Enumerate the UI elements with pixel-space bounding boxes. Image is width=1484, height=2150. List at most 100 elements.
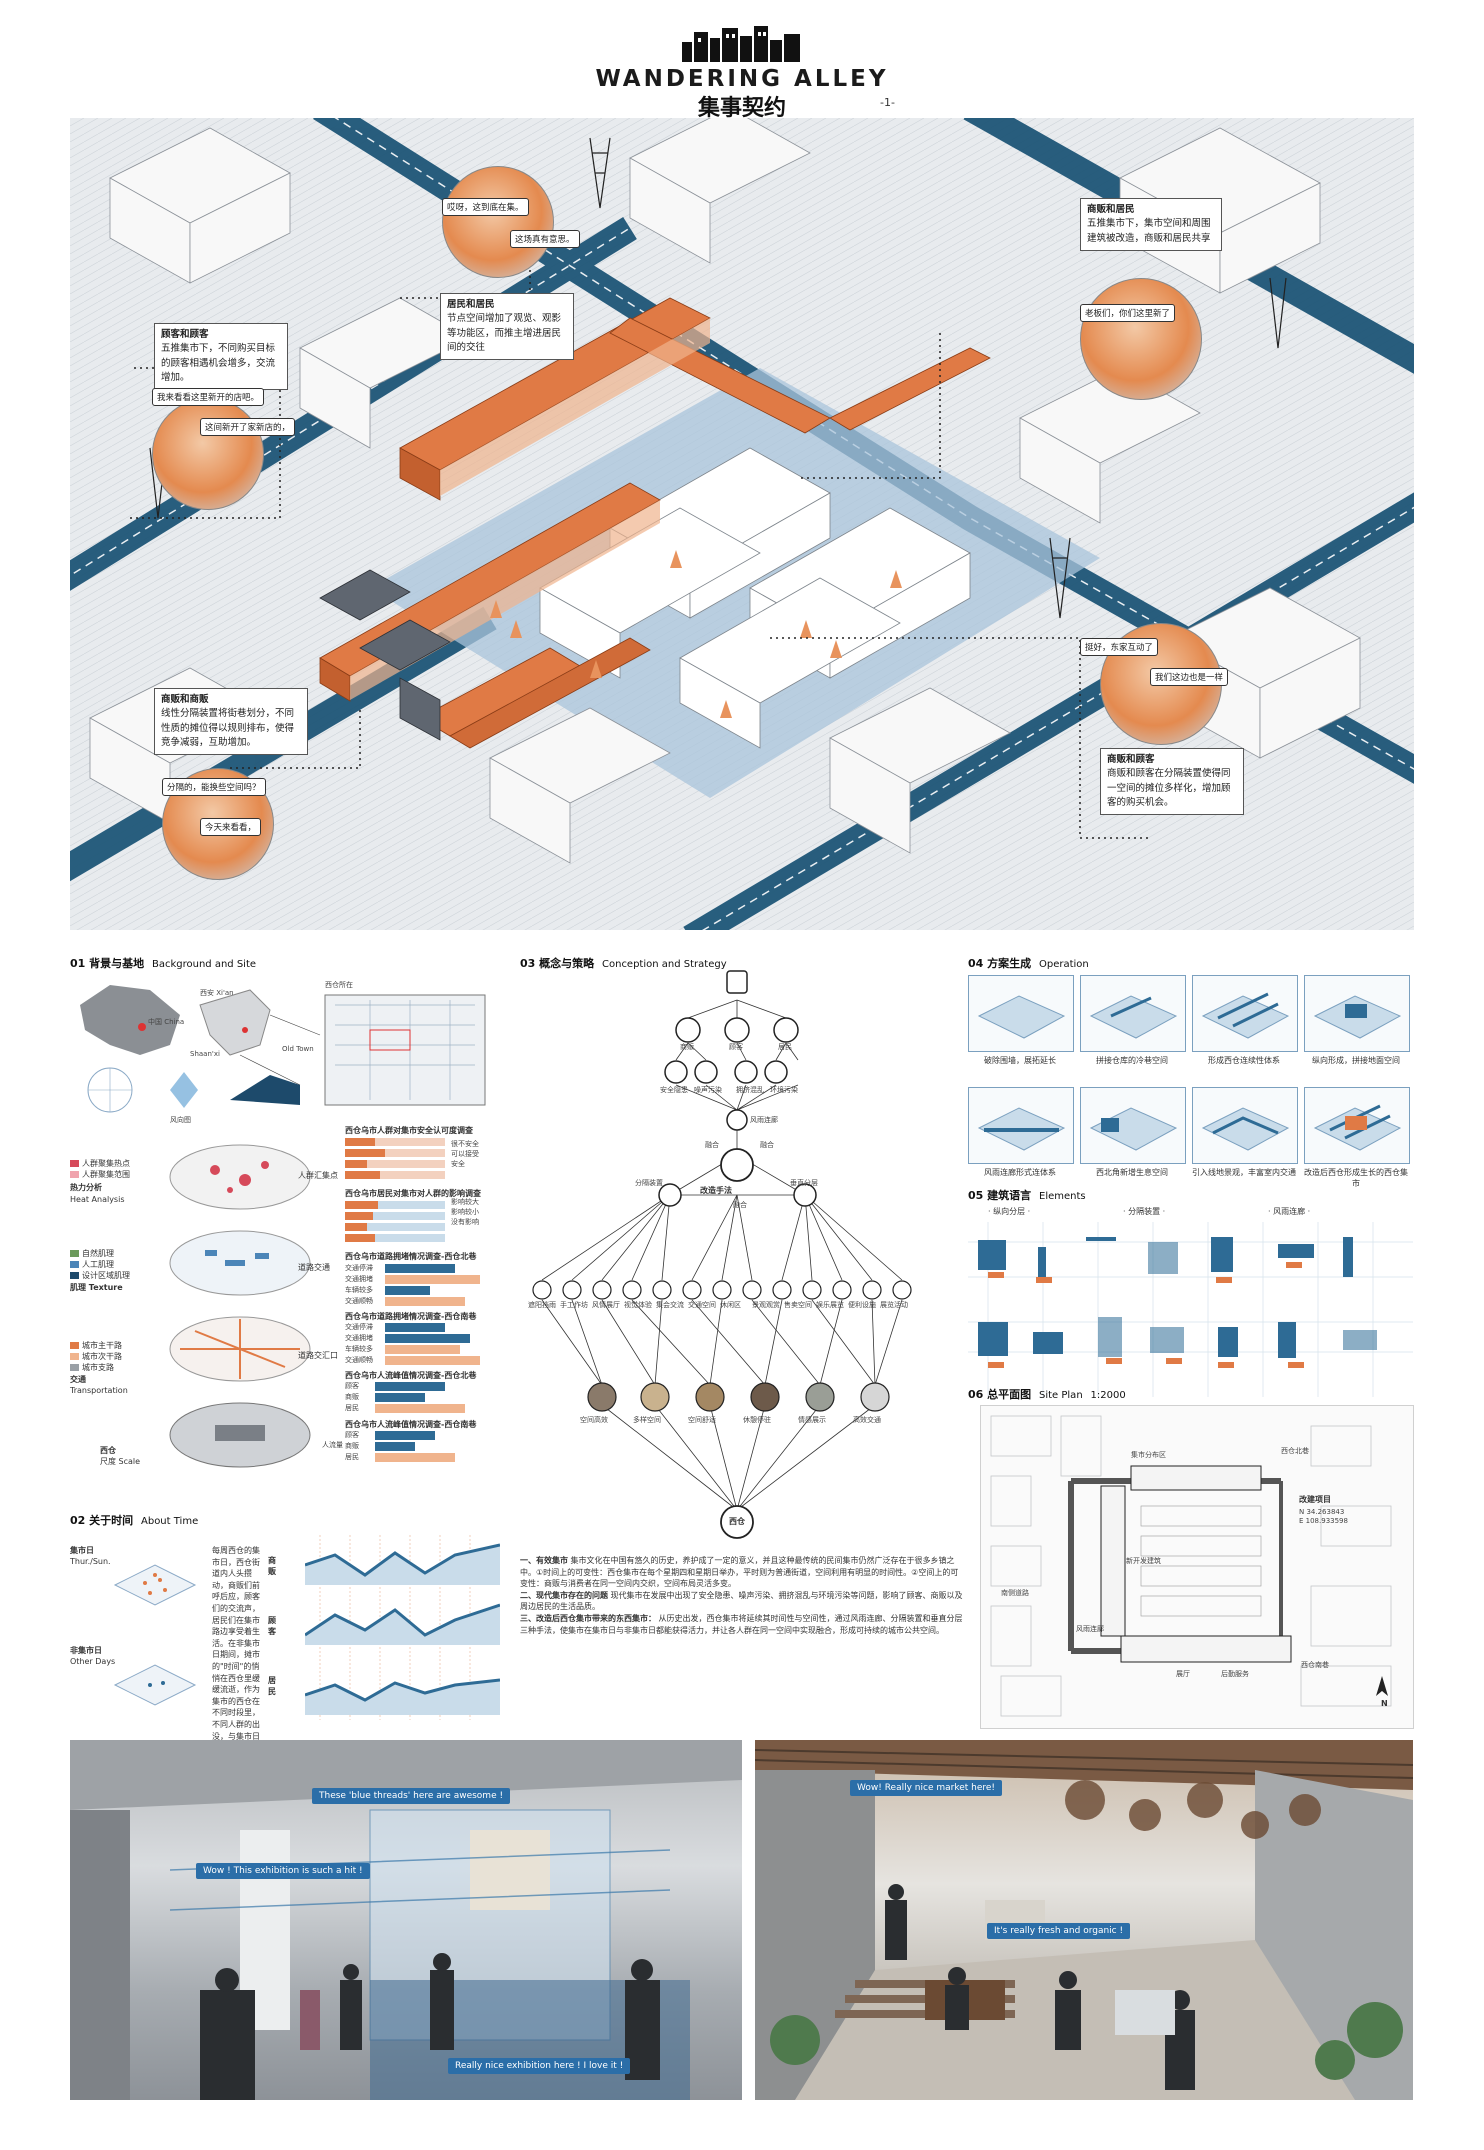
map-label-site: 西仓所在 <box>325 981 353 989</box>
speech-bubble: 老板们，你们这里新了 <box>1080 304 1176 322</box>
body-title-3: 三、改造后西仓集市带来的东西集市： <box>520 1613 656 1623</box>
section-06-title: 06 总平面图 Site Plan 1:2000 <box>968 1386 1126 1402</box>
issue-3: 拥挤混乱 <box>736 1086 764 1094</box>
title-chinese: 集事契约 <box>697 96 786 121</box>
operation-step-7 <box>1192 1087 1298 1164</box>
time-wave-charts <box>305 1535 500 1720</box>
strategy-body: 一、有效集市 集市文化在中国有悠久的历史，养护成了一定的意义，并且这种最传统的民… <box>520 1555 965 1636</box>
texture-label-en: Texture <box>88 1282 123 1292</box>
speech-blue-threads: These 'blue threads' here are awesome ! <box>312 1788 511 1804</box>
north-arrow-icon: N <box>1381 1699 1388 1708</box>
site-label-market: 集市分布区 <box>1131 1451 1166 1459</box>
people-row-3: 居民 <box>345 1403 359 1412</box>
site-label-hall: 展厅 <box>1176 1670 1190 1678</box>
scale-label-cn: 西仓 <box>100 1446 116 1455</box>
day-market: 集市日 Thur./Sun. <box>70 1545 111 1567</box>
render-market: Wow! Really nice market here! It's reall… <box>755 1740 1413 2100</box>
day-market-cn: 集市日 <box>70 1546 94 1555</box>
outcome-3: 空间舒适 <box>688 1416 716 1424</box>
people-bar <box>375 1453 455 1463</box>
traffic-row-3: 车辆较多 <box>345 1285 373 1294</box>
layer-heat-legend: 人群聚集热点 人群聚集范围 热力分析 Heat Analysis <box>70 1158 160 1205</box>
issue-4: 环境污染 <box>770 1086 798 1094</box>
traffic-bar <box>385 1355 480 1365</box>
texture-legend-1: 自然肌理 <box>82 1249 114 1258</box>
people-bar <box>375 1381 445 1391</box>
impact-legend-1: 影响较大 <box>451 1198 479 1206</box>
callout-vendor-resident-text: 五推集市下，集市空间和周围建筑被改造，商贩和居民共享 <box>1087 218 1211 244</box>
operation-step-5-figure <box>977 1107 1066 1151</box>
impact-legend-3: 没有影响 <box>451 1218 479 1226</box>
operation-step-3 <box>1192 975 1298 1052</box>
strategy-right: 垂直分层 <box>790 1179 818 1187</box>
section-01-title: 01 背景与基地 Background and Site <box>70 955 256 971</box>
people-axis-label: 人流量 <box>322 1441 343 1449</box>
operation-caption-3: 形成西仓连续性体系 <box>1208 1056 1280 1065</box>
callout-vendor-customer-label: 商贩和顾客 <box>1107 754 1155 765</box>
impact-legend: 影响较大 影响较小 没有影响 <box>451 1197 479 1227</box>
layer-right-label-1: 人群汇集点 <box>298 1171 338 1180</box>
operation-step-1 <box>968 975 1074 1052</box>
operation-step-2 <box>1080 975 1186 1052</box>
callout-residents-label: 居民和居民 <box>447 299 495 310</box>
callout-vendor-customer: 商贩和顾客 商贩和顾客在分隔装置使得同一空间的摊位多样化，增加顾客的购买机会。 <box>1100 748 1244 815</box>
vignette-vendor-resident <box>1080 278 1202 400</box>
people-south-row-1: 顾客 <box>345 1431 359 1440</box>
body-title-1: 一、有效集市 <box>520 1556 568 1565</box>
operation-caption-4: 纵向形成，拼接地面空间 <box>1312 1056 1400 1065</box>
people-row-2: 商贩 <box>345 1392 359 1401</box>
traffic-legend-3: 城市支路 <box>82 1363 114 1373</box>
map-label-shaanxi: Shaan'xi <box>190 1050 220 1058</box>
operation-step-8-figure <box>1313 1104 1402 1151</box>
section-06-title-en: Site Plan <box>1039 1390 1083 1401</box>
people-south-rows: 顾客 商贩 居民 <box>345 1430 495 1464</box>
texture-legend-2: 人工肌理 <box>82 1260 114 1270</box>
strategy-tree-diagram <box>532 970 912 1539</box>
traffic-bar <box>385 1333 470 1343</box>
heat-label-en: Heat Analysis <box>70 1194 125 1204</box>
section-03-title-cn: 概念与策略 <box>539 957 595 970</box>
callout-vendors-label: 商贩和商贩 <box>161 694 209 705</box>
section-02-title: 02 关于时间 About Time <box>70 1512 198 1528</box>
traffic-row-2: 交通拥堵 <box>345 1274 373 1283</box>
people-south-row-3: 居民 <box>345 1453 359 1462</box>
scale-label-en: 尺度 Scale <box>100 1457 141 1467</box>
day-market-en: Thur./Sun. <box>70 1557 111 1567</box>
traffic-legend-2: 城市次干路 <box>82 1352 122 1362</box>
site-label-project: 改建项目 <box>1299 1495 1331 1504</box>
outcome-4: 休憩停驻 <box>743 1416 771 1424</box>
elements-group-2: · 分隔装置 · <box>1123 1207 1166 1216</box>
site-plan-drawing <box>990 1415 1392 1717</box>
callout-residents: 居民和居民 节点空间增加了观览、观影等功能区，而推主增进居民间的交往 <box>440 293 574 360</box>
callout-vendors-text: 线性分隔装置将街巷划分，不同性质的摊位得以规则排布，使得竞争减弱，互助增加。 <box>161 708 295 748</box>
heat-label-cn: 热力分析 <box>70 1183 102 1193</box>
safety-legend: 很不安全 可以接受 安全 <box>451 1139 479 1169</box>
time-row-vendor: 商贩 <box>268 1556 276 1577</box>
traffic-bar <box>385 1296 465 1306</box>
day-other-cn: 非集市日 <box>70 1646 102 1655</box>
role-resident: 居民 <box>778 1043 792 1051</box>
body-2: 现代集市在发展中出现了安全隐患、噪声污染、拥挤混乱与环境污染等问题，影响了顾客、… <box>520 1590 963 1612</box>
strategy-center: 改造手法 <box>700 1186 732 1195</box>
speech-nice-market: Wow! Really nice market here! <box>850 1780 1003 1796</box>
elements-grid <box>968 1222 1413 1397</box>
survey-title-6: 西仓乌市人流峰值情况调查-西仓南巷 <box>345 1419 477 1429</box>
heat-legend-2: 人群聚集范围 <box>82 1170 130 1180</box>
survey-title-3: 西仓乌市道路拥堵情况调查-西仓北巷 <box>345 1252 477 1262</box>
function-12: 展览活动 <box>880 1301 908 1309</box>
function-11: 便利设施 <box>848 1301 876 1309</box>
link-word-2: 融合 <box>760 1141 774 1149</box>
operation-caption-2: 拼接仓库的冷巷空间 <box>1096 1056 1168 1065</box>
section-04-title: 04 方案生成 Operation <box>968 955 1089 971</box>
day-other: 非集市日 Other Days <box>70 1645 115 1667</box>
section-05-title-en: Elements <box>1039 1191 1086 1202</box>
link-word-3: 融合 <box>733 1201 747 1209</box>
operation-caption-1: 破除围墙，展拓延长 <box>984 1056 1056 1065</box>
section-01-number: 01 <box>70 957 86 970</box>
operation-step-7-figure <box>1201 1107 1290 1151</box>
outcome-labels: 空间高效 多样空间 空间舒适 休憩停驻 情感展示 高效交通 <box>580 1415 940 1427</box>
traffic-label-en: Transportation <box>70 1385 128 1395</box>
operation-caption-7: 引入线地景观，丰富室内交通 <box>1192 1168 1296 1177</box>
traffic-north-rows: 交通停滞 交通拥堵 车辆较多 交通顺畅 <box>345 1263 495 1307</box>
section-02-title-cn: 关于时间 <box>89 1514 134 1527</box>
